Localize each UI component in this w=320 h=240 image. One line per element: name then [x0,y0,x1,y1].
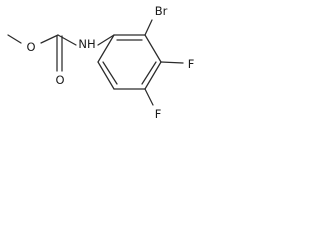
bond-carbonyl-c-n [57,34,77,46]
atom-ester-oxygen: O [26,40,35,54]
bond-n-ring [97,34,115,46]
atom-amine: NH [78,37,95,51]
ring-bond-6 [97,34,115,63]
atom-fluorine-4: F [155,107,162,121]
ring-bond-5 [97,61,115,90]
bond-ring-fluorine-4 [144,88,154,106]
atom-bromine: Br [155,4,168,18]
ring-bond-2 [144,34,162,63]
ring-bond-3 [144,61,162,90]
ring-inner-bond-2 [141,61,157,85]
bond-methyl-ester-o [7,34,22,44]
bond-ring-fluorine-3 [160,61,184,64]
atom-carbonyl-oxygen: O [55,73,64,87]
atom-fluorine-3: F [188,57,195,71]
skeletal-formula: O O NH Br F F [7,4,195,121]
bond-ring-bromine [144,19,153,36]
bond-ester-o-carbonyl-c [40,34,59,44]
ring-inner-bond-3 [102,61,118,85]
